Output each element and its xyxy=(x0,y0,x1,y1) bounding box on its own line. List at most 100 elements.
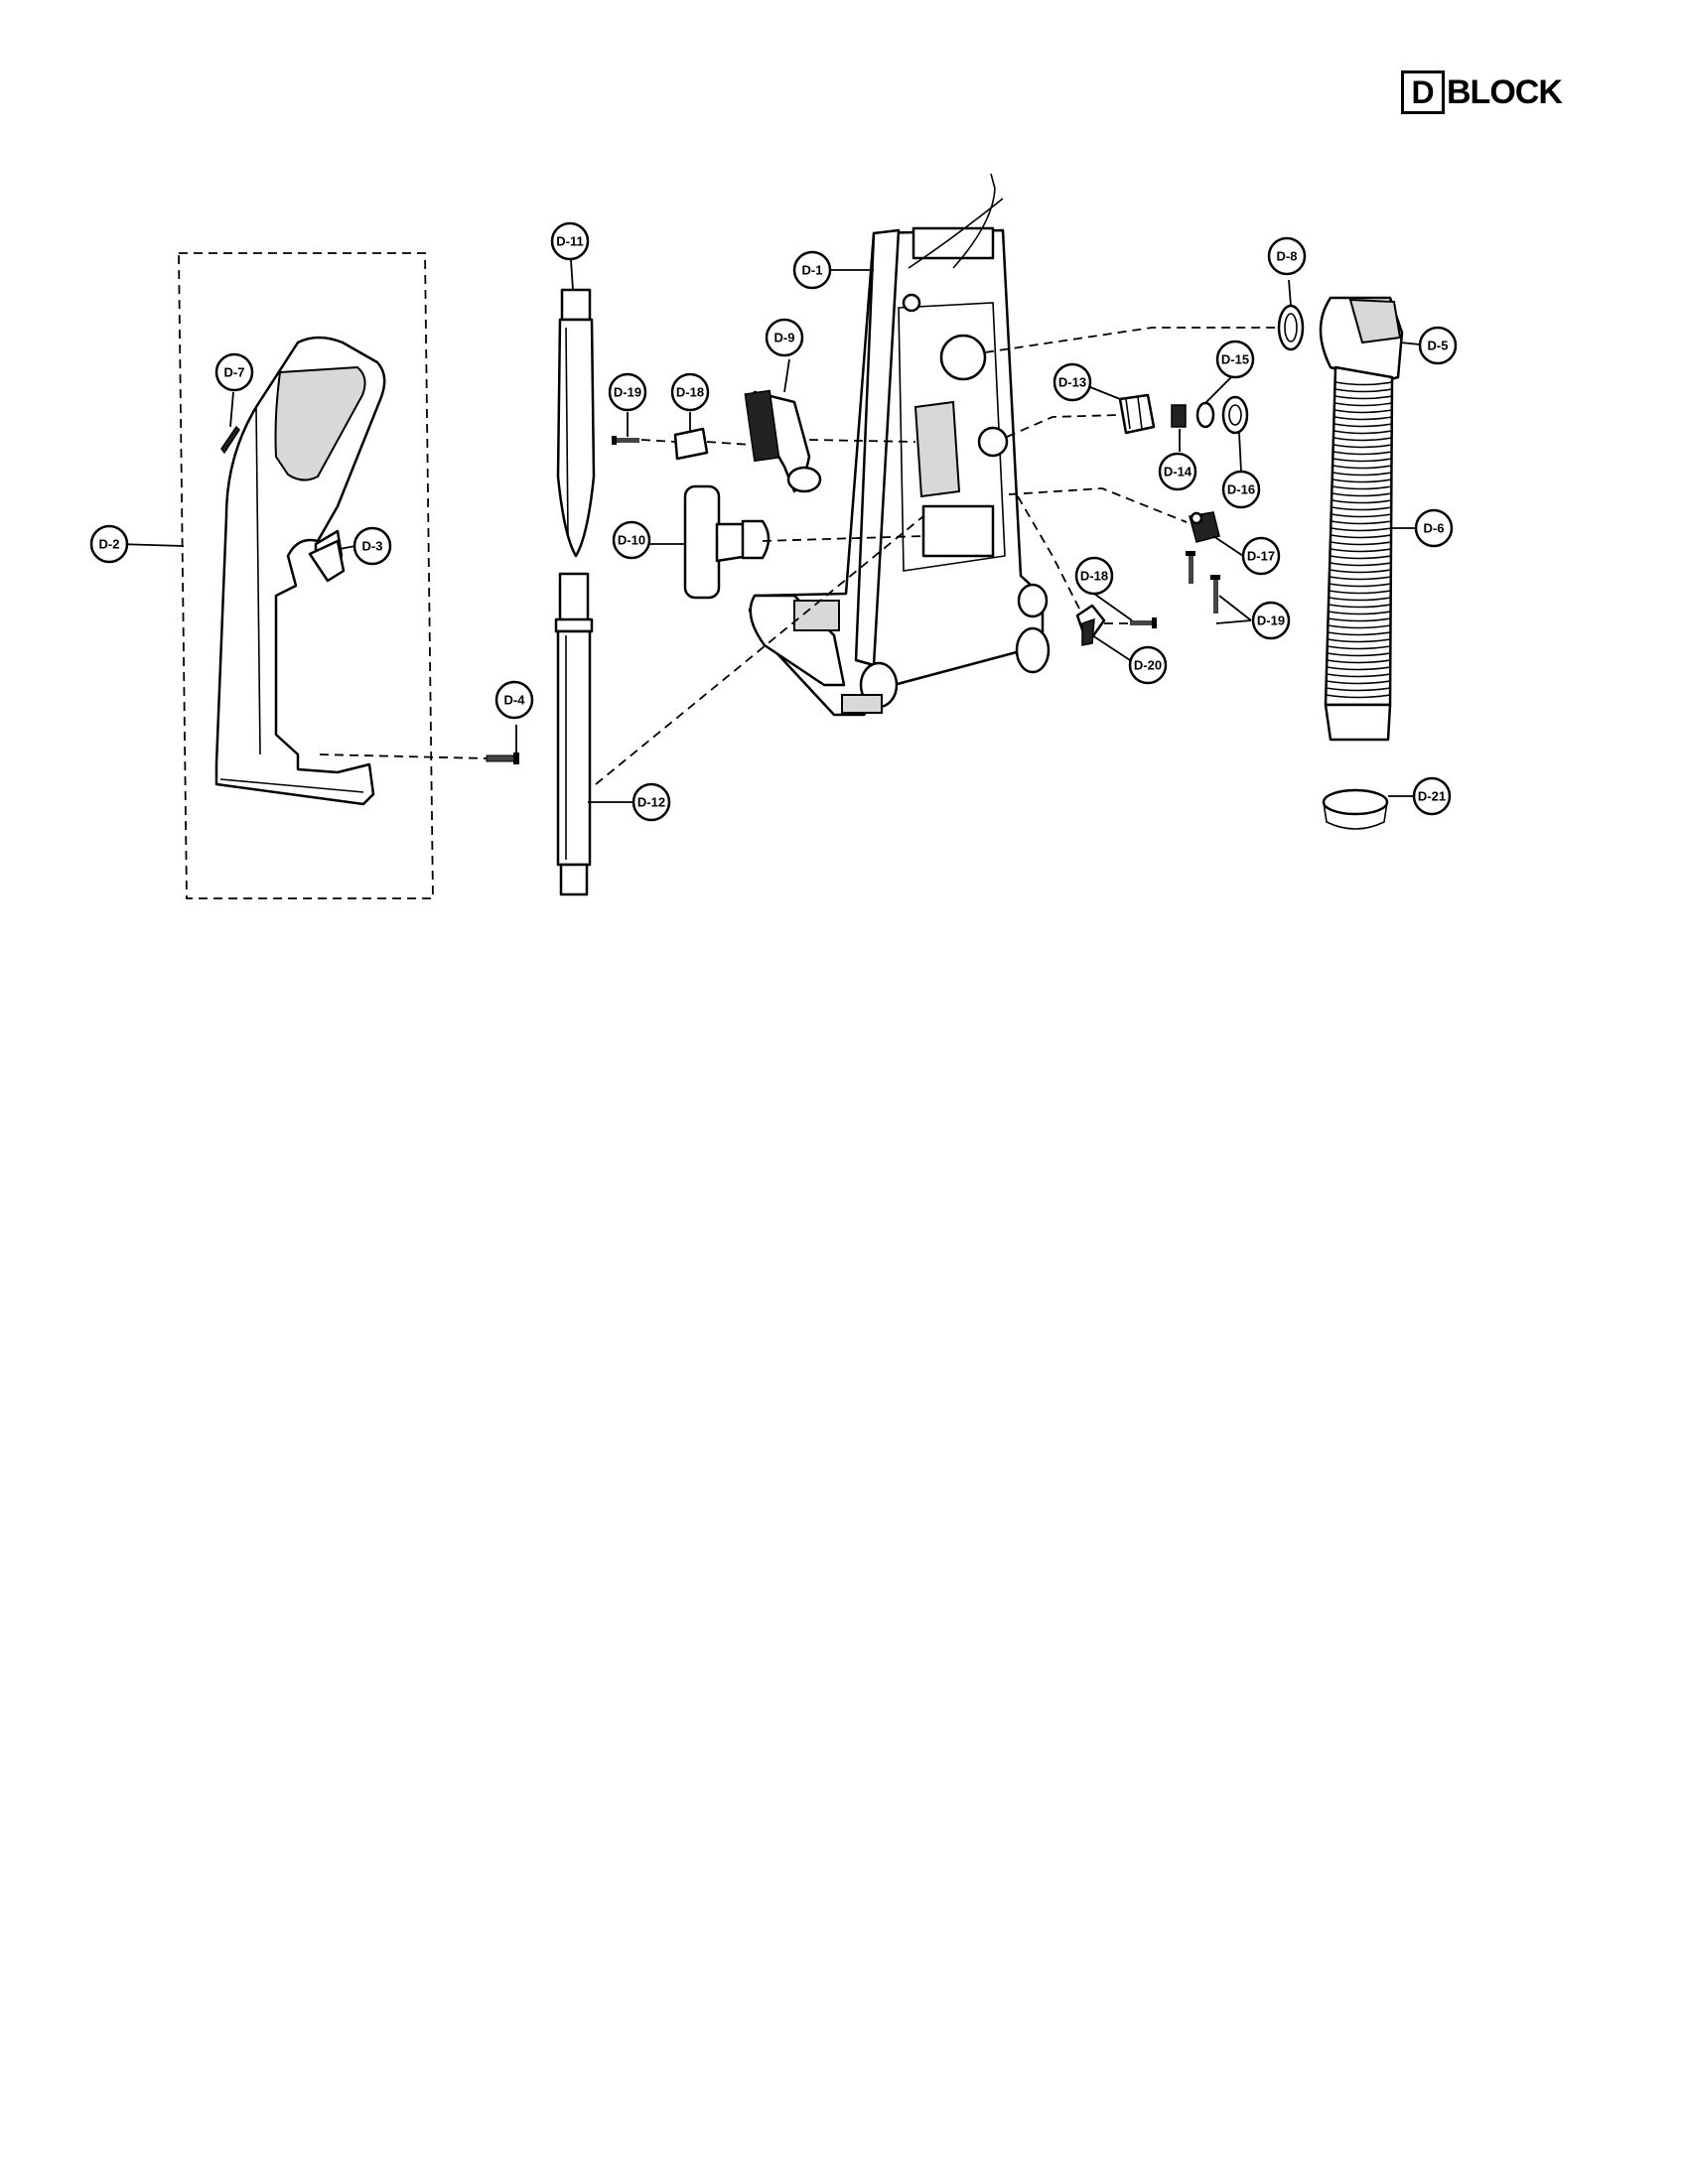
callout-d8: D-8 xyxy=(1267,236,1307,276)
hose-rib xyxy=(1332,492,1392,497)
callout-d20: D-20 xyxy=(1128,645,1168,685)
hose-rib xyxy=(1329,583,1391,588)
hose-rib xyxy=(1334,395,1393,400)
callout-d18-lower: D-18 xyxy=(1074,556,1114,596)
hose-rib xyxy=(1329,576,1391,581)
block-title: D BLOCK xyxy=(1401,69,1563,115)
screw-d18-lower-part xyxy=(1130,617,1157,628)
hose-rib xyxy=(1331,534,1392,539)
hose-rib xyxy=(1333,472,1392,477)
callout-d16-label: D-16 xyxy=(1227,482,1255,497)
vacuum-body-part xyxy=(748,198,1051,717)
hose-rib xyxy=(1328,631,1391,636)
screw-d19-lower-part xyxy=(1186,551,1220,614)
d4-leader-dashed xyxy=(319,753,488,759)
hose-rib xyxy=(1333,416,1392,421)
hose-rib xyxy=(1330,548,1392,553)
hose-rib xyxy=(1329,597,1391,602)
screw-d19-top-part xyxy=(612,436,639,445)
hose-rib xyxy=(1332,478,1392,483)
callout-d7: D-7 xyxy=(214,352,254,392)
hose-rib xyxy=(1328,624,1391,629)
power-cord xyxy=(952,173,996,269)
hose-rib xyxy=(1331,527,1392,532)
callout-d15-label: D-15 xyxy=(1221,352,1249,367)
hose-rib xyxy=(1331,520,1392,525)
hose-rib xyxy=(1334,381,1393,386)
hose-rib xyxy=(1334,388,1393,393)
callout-d20-label: D-20 xyxy=(1134,658,1162,673)
switch-dashed xyxy=(1008,487,1188,523)
hose-rib xyxy=(1326,680,1391,685)
hose-part xyxy=(1319,296,1404,742)
latch-d20-part xyxy=(1075,604,1106,646)
dusting-brush-part xyxy=(744,389,822,493)
brush-to-body-dashed xyxy=(808,439,916,443)
switch-d17-part xyxy=(1189,511,1220,543)
callout-d19-lower: D-19 xyxy=(1251,601,1291,640)
callout-d12: D-12 xyxy=(632,782,671,822)
washer-d15-part xyxy=(1195,401,1215,429)
callout-d17-label: D-17 xyxy=(1247,549,1275,564)
hose-rib xyxy=(1328,604,1391,609)
hose-rib xyxy=(1333,451,1392,456)
callout-d11-label: D-11 xyxy=(556,234,583,249)
hose-rib xyxy=(1332,485,1392,490)
callout-d9: D-9 xyxy=(765,318,804,357)
hose-rib xyxy=(1326,687,1391,692)
hose-rib xyxy=(1329,569,1391,574)
callout-d7-label: D-7 xyxy=(224,365,245,380)
callout-d1: D-1 xyxy=(792,250,832,290)
callout-d13-label: D-13 xyxy=(1058,375,1086,390)
hose-rib xyxy=(1326,666,1391,671)
cuff-d21-part xyxy=(1322,788,1389,830)
d19-dashed xyxy=(640,439,676,443)
hose-rib xyxy=(1333,437,1392,442)
callout-d2-label: D-2 xyxy=(99,537,120,552)
cap-d16-part xyxy=(1221,395,1249,435)
callout-d1-label: D-1 xyxy=(802,263,823,278)
callout-d10: D-10 xyxy=(612,520,651,560)
hose-rib xyxy=(1330,541,1392,546)
hose-rib xyxy=(1330,555,1392,560)
callout-d17: D-17 xyxy=(1241,536,1281,576)
handle-assembly-boundary xyxy=(178,252,434,899)
ring-d8-part xyxy=(1277,304,1305,351)
hose-rib xyxy=(1331,513,1392,518)
hose-rib xyxy=(1333,458,1392,463)
handle-label-part xyxy=(220,425,240,455)
upholstery-tool-part xyxy=(683,484,771,600)
hose-rib xyxy=(1328,611,1391,615)
block-word: BLOCK xyxy=(1447,72,1563,111)
callout-d6: D-6 xyxy=(1414,508,1454,548)
callout-d3: D-3 xyxy=(352,526,392,566)
extension-wand-part xyxy=(554,572,594,896)
callout-d4-label: D-4 xyxy=(504,693,526,708)
hose-rib xyxy=(1334,402,1393,407)
clip-d18-part xyxy=(673,427,709,461)
callout-d21: D-21 xyxy=(1412,776,1452,816)
upholstery-to-body-dashed xyxy=(762,535,924,542)
spring-d14-part xyxy=(1171,404,1187,428)
hose-rib xyxy=(1326,694,1391,699)
callout-d14-label: D-14 xyxy=(1164,465,1193,479)
hose-rib xyxy=(1333,430,1392,435)
hose-rib xyxy=(1327,659,1391,664)
callout-d18-top-label: D-18 xyxy=(676,385,704,400)
latch-to-body-dashed xyxy=(1017,495,1081,612)
hose-rib xyxy=(1333,465,1392,470)
callout-d14: D-14 xyxy=(1158,452,1197,491)
screw-d4-part xyxy=(486,752,519,764)
cord-hook-part xyxy=(308,539,346,583)
callout-d8-label: D-8 xyxy=(1277,249,1298,264)
block-letter: D xyxy=(1401,70,1445,114)
callout-d19-top-label: D-19 xyxy=(614,385,641,400)
callout-d2: D-2 xyxy=(89,524,129,564)
hose-rib xyxy=(1331,506,1392,511)
ring-dashed xyxy=(984,327,1279,353)
hose-rib xyxy=(1328,617,1391,622)
callout-d19-top: D-19 xyxy=(608,372,647,412)
hose-rib xyxy=(1327,652,1391,657)
callout-d12-label: D-12 xyxy=(637,795,665,810)
